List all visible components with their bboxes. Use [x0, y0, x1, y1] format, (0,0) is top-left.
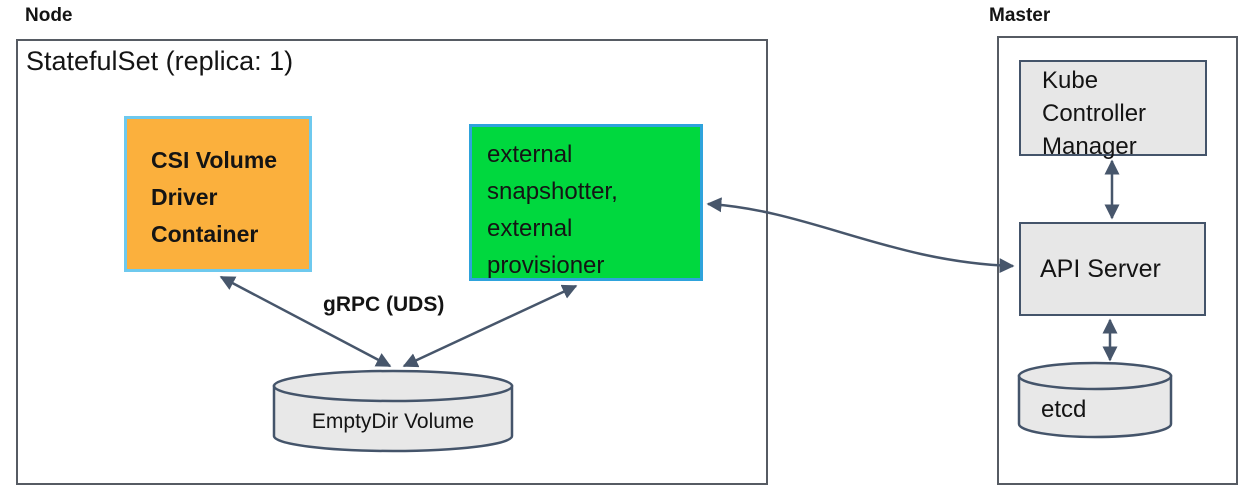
- external-snapshotter-provisioner-box: external snapshotter, external provision…: [469, 124, 703, 281]
- csi-volume-driver-container-box: CSI Volume Driver Container: [124, 116, 312, 272]
- emptydir-volume-label: EmptyDir Volume: [311, 410, 475, 433]
- kube-controller-manager-box: Kube Controller Manager: [1019, 60, 1207, 160]
- api-server-box: API Server: [1019, 222, 1206, 316]
- statefulset-label: StatefulSet (replica: 1): [26, 46, 294, 76]
- master-section-label: Master: [989, 5, 1051, 26]
- node-section-label: Node: [25, 5, 73, 26]
- grpc-uds-label: gRPC (UDS): [323, 293, 445, 316]
- etcd-label: etcd: [1041, 396, 1087, 423]
